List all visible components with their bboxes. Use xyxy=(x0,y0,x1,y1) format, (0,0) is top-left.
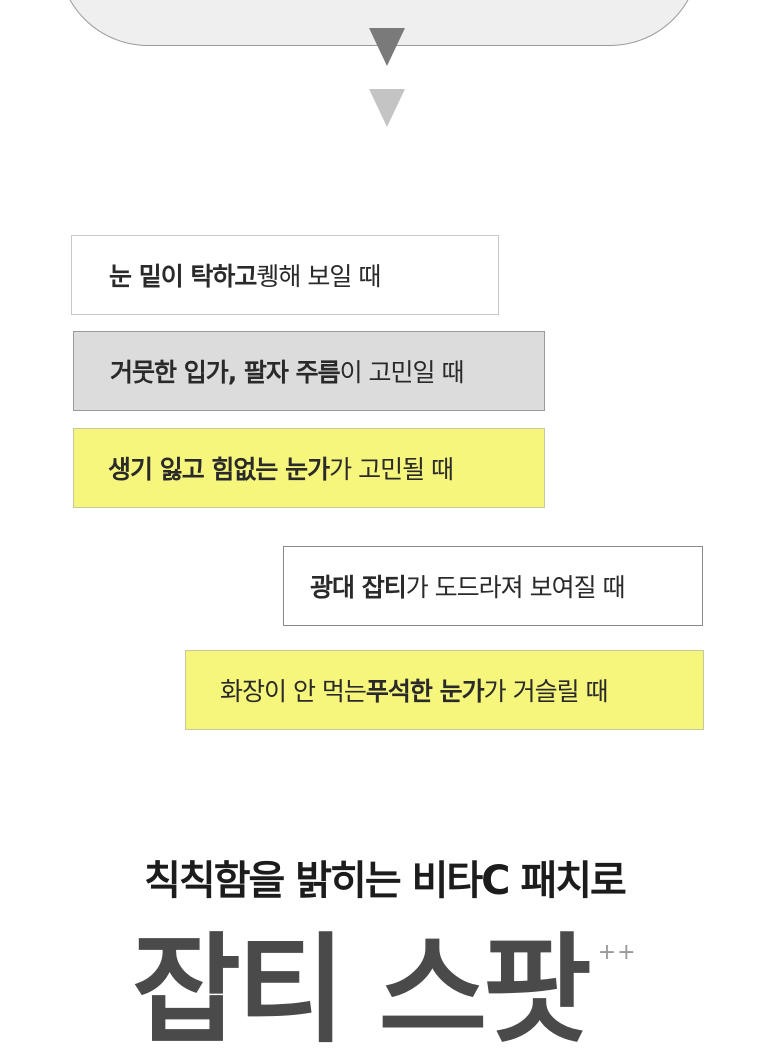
concern-bold: 거뭇한 입가, 팔자 주름 xyxy=(110,358,341,387)
product-title-row: 잡티 스팟 ++ xyxy=(0,925,769,1055)
concern-bold: 푸석한 눈가 xyxy=(365,677,485,706)
arrow-down-icon xyxy=(369,89,405,127)
concern-text: 가 도드라져 보여질 때 xyxy=(405,573,626,602)
product-title: 잡티 스팟 xyxy=(132,921,591,1059)
concern-bold: 생기 잃고 힘없는 눈가 xyxy=(108,455,330,484)
concern-bold: 광대 잡티 xyxy=(310,573,407,602)
concern-text: 가 고민될 때 xyxy=(329,455,454,484)
concern-box-1: 눈 밑이 탁하고 퀭해 보일 때 xyxy=(71,235,499,315)
headline: 칙칙함을 밝히는 비타C 패치로 xyxy=(144,858,627,904)
concern-prefix: 화장이 안 먹는 xyxy=(220,677,367,706)
arrow-down-icon xyxy=(369,28,405,66)
concern-text: 이 고민일 때 xyxy=(339,358,465,387)
concern-bold: 눈 밑이 탁하고 xyxy=(109,262,257,291)
concern-text: 퀭해 보일 때 xyxy=(256,262,381,291)
product-title-suffix: ++ xyxy=(597,940,637,965)
concern-text: 가 거슬릴 때 xyxy=(483,677,609,706)
